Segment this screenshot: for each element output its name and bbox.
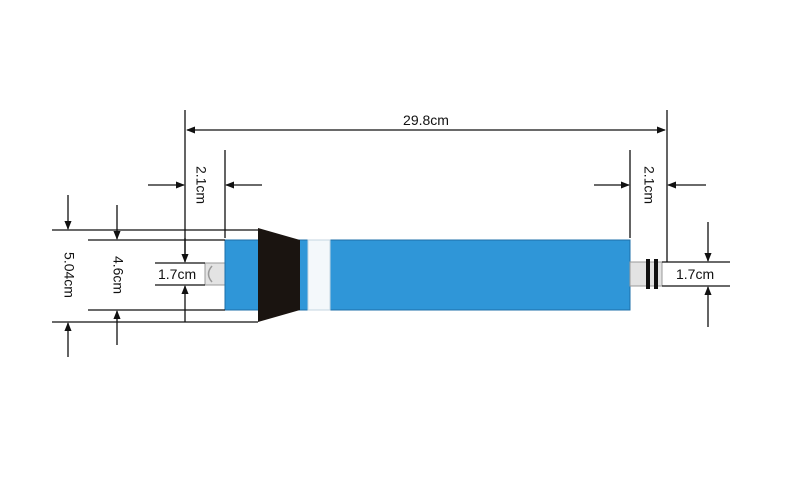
- right-connector-diameter-label: 1.7cm: [676, 266, 714, 282]
- overall-length-label: 29.8cm: [403, 112, 449, 128]
- o-ring: [646, 259, 650, 289]
- outer-diameter-label: 5.04cm: [61, 252, 77, 298]
- right-end-length-label: 2.1cm: [641, 166, 657, 204]
- right-connector-tube: [629, 259, 663, 289]
- body-diameter-dimension: [88, 205, 225, 345]
- left-connector-diameter-label: 1.7cm: [158, 266, 196, 282]
- outer-diameter-dimension: [52, 195, 258, 357]
- white-band: [307, 239, 331, 311]
- membrane-element: [204, 228, 663, 322]
- left-end-length-label: 2.1cm: [193, 166, 209, 204]
- right-end-dimension: [594, 150, 706, 238]
- brine-seal: [258, 228, 300, 322]
- left-end-dimension: [148, 150, 262, 238]
- body-diameter-label: 4.6cm: [110, 256, 126, 294]
- right-connector-dimension: [662, 222, 730, 327]
- left-connector-dimension: [155, 238, 205, 322]
- overall-length-dimension: [184, 110, 668, 262]
- o-ring: [654, 259, 658, 289]
